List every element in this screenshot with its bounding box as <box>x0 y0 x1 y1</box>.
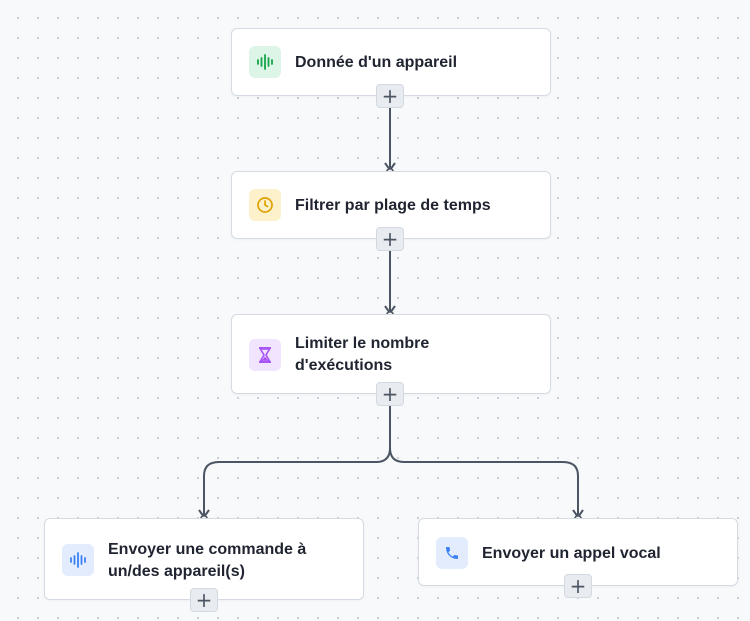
node-label: Envoyer une commande à un/des appareil(s… <box>108 539 349 583</box>
node-label: Envoyer un appel vocal <box>482 545 661 562</box>
soundwave-icon <box>249 46 281 78</box>
add-step-button[interactable]: + <box>564 574 592 598</box>
node-label: Limiter le nombre d'exécutions <box>295 333 536 377</box>
phone-icon <box>436 537 468 569</box>
add-step-button[interactable]: + <box>376 382 404 406</box>
hourglass-icon <box>249 339 281 371</box>
node-label: Filtrer par plage de temps <box>295 197 491 214</box>
soundwave-icon <box>62 544 94 576</box>
add-step-button[interactable]: + <box>376 227 404 251</box>
connector-3-left <box>203 406 391 517</box>
node-label-line-2: un/des appareil(s) <box>108 563 245 580</box>
connector-3-right <box>389 447 579 517</box>
node-label-line-1: Limiter le nombre <box>295 335 430 352</box>
node-limit-runs[interactable]: Limiter le nombre d'exécutions <box>231 314 551 394</box>
node-label: Donnée d'un appareil <box>295 54 458 71</box>
clock-icon <box>249 189 281 221</box>
node-label-line-1: Envoyer une commande à <box>108 541 307 558</box>
add-step-button[interactable]: + <box>190 588 218 612</box>
add-step-button[interactable]: + <box>376 84 404 108</box>
node-send-command[interactable]: Envoyer une commande à un/des appareil(s… <box>44 518 364 600</box>
node-label-line-2: d'exécutions <box>295 357 393 374</box>
